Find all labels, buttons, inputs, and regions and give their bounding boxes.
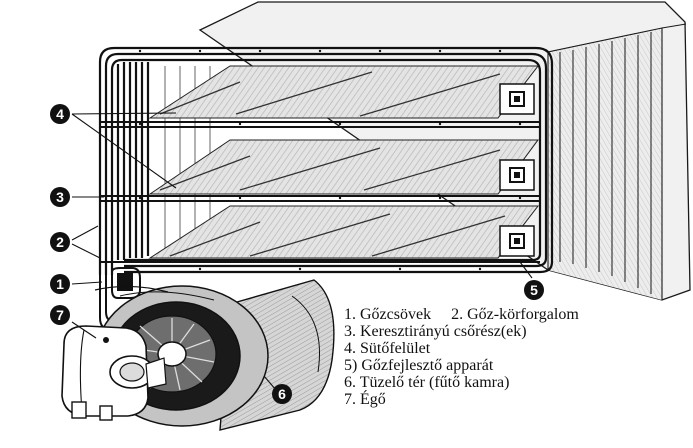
legend-item-7: 7. Égő — [344, 391, 386, 408]
legend-row-1: 1. Gőzcsövek 2. Gőz-körforgalom — [344, 306, 689, 323]
steam-tube-frame — [98, 46, 554, 275]
legend-item-1: 1. Gőzcsövek — [344, 306, 432, 323]
leader-lines — [71, 112, 533, 391]
cross-tubes — [100, 121, 540, 263]
callout-2-steam-circulation: 2 — [50, 232, 70, 252]
rivets — [138, 49, 522, 271]
legend-item-4: 4. Sütőfelület — [344, 340, 431, 357]
callout-4-baking-surface: 4 — [50, 104, 70, 124]
legend-item-6: 6. Tüzelő tér (fűtő kamra) — [344, 374, 510, 391]
burner-unit — [61, 325, 167, 421]
callout-6-firing-chamber: 6 — [272, 384, 292, 404]
legend: 1. Gőzcsövek 2. Gőz-körforgalom 3. Keresz… — [344, 306, 689, 408]
callout-3-cross-tubes: 3 — [50, 187, 70, 207]
legend-item-2: 2. Gőz-körforgalom — [451, 306, 579, 323]
legend-item-3: 3. Keresztirányú csőrész(ek) — [344, 323, 527, 340]
legend-item-5: 5) Gőzfejlesztő apparát — [344, 357, 494, 374]
callout-7-burner: 7 — [50, 305, 70, 325]
baking-shelves — [148, 65, 540, 259]
steam-generators — [499, 83, 535, 257]
callout-1-steam-tubes: 1 — [50, 274, 70, 294]
callout-5-steam-generator: 5 — [524, 280, 544, 300]
